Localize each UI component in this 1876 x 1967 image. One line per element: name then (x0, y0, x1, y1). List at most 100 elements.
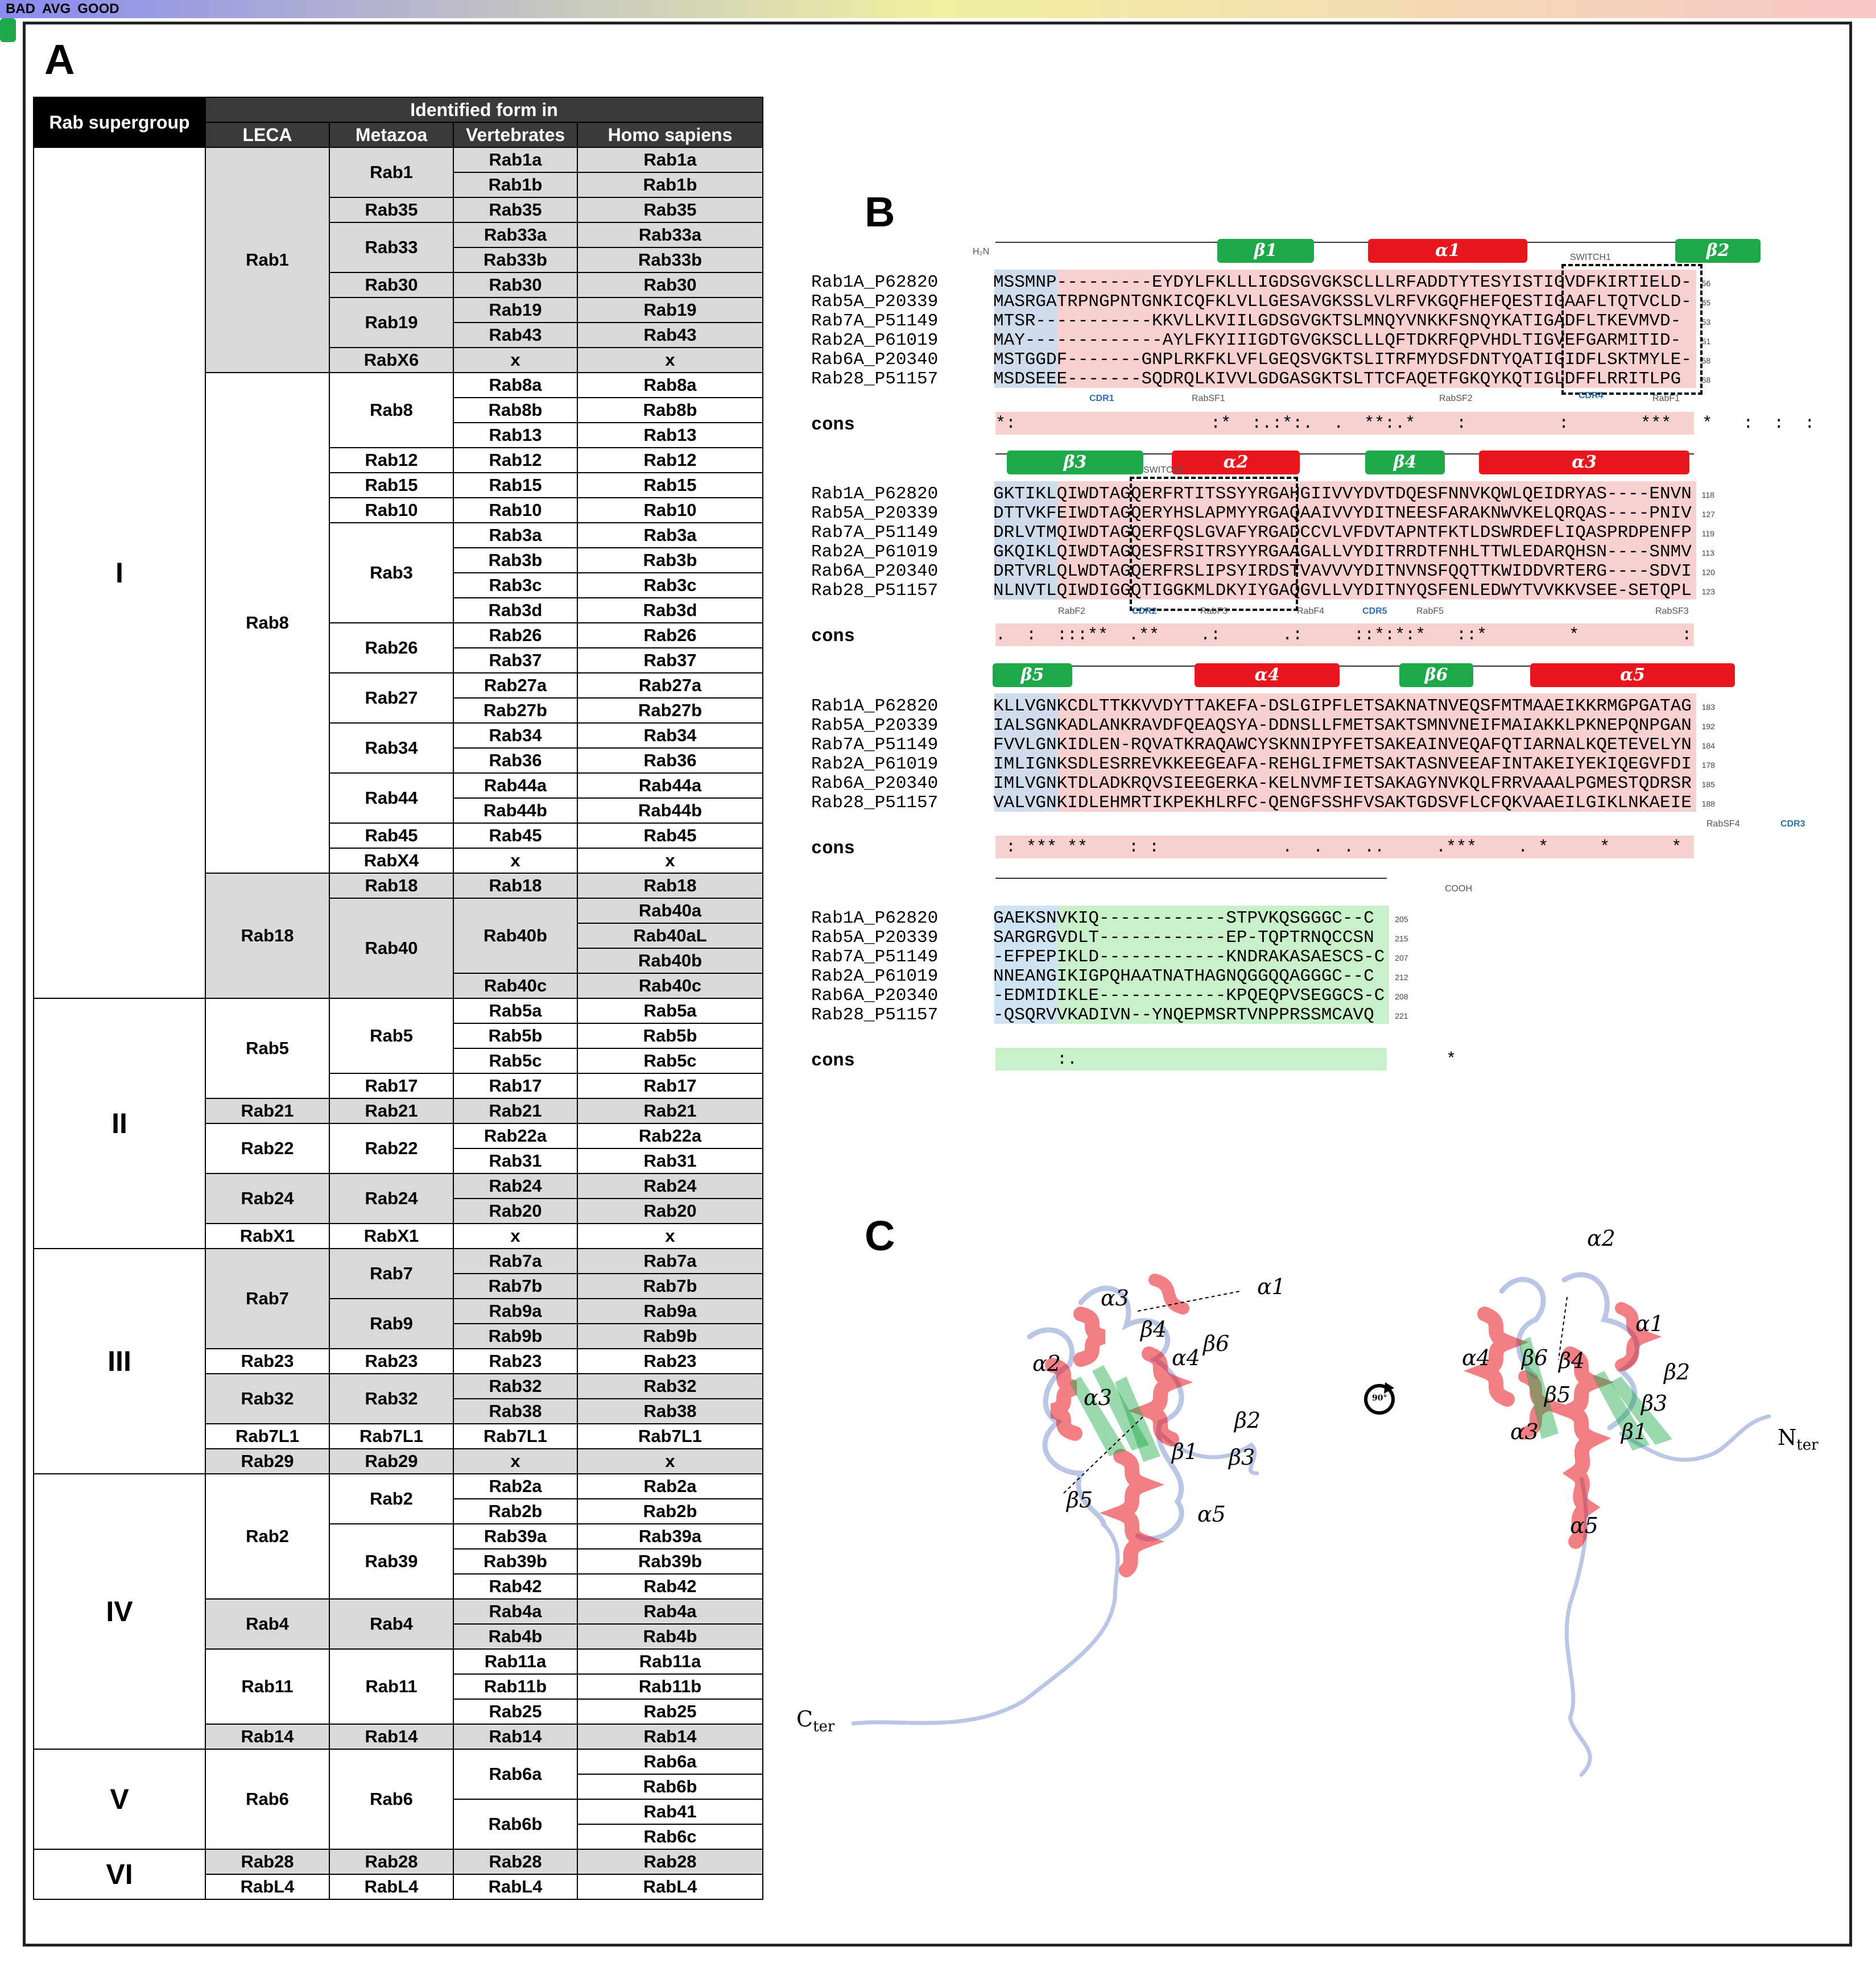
sse-line (995, 666, 1694, 667)
vertebrates-cell: Rab6b (453, 1799, 578, 1850)
sse-a4: α4 (1195, 663, 1340, 687)
metazoa-cell: Rab19 (329, 297, 454, 348)
sequence-name: Rab5A_P20339 (811, 292, 939, 312)
leca-cell: Rab11 (205, 1648, 330, 1725)
supergroup-cell: III (33, 1248, 206, 1474)
cons-bar (995, 836, 1694, 858)
metazoa-cell: Rab7 (329, 1248, 454, 1299)
residue-number: 207 (1395, 953, 1408, 962)
residue-number: 185 (1701, 780, 1715, 789)
header-leca: LECA (205, 122, 330, 148)
vertebrates-cell: Rab2a (453, 1473, 578, 1499)
homo-sapiens-cell: Rab10 (576, 497, 764, 523)
vertebrates-cell: Rab11b (453, 1673, 578, 1700)
leca-cell: Rab22 (205, 1123, 330, 1174)
alignment-bg (994, 906, 1390, 1024)
metazoa-cell: Rab2 (329, 1473, 454, 1524)
metazoa-cell: Rab27 (329, 672, 454, 724)
cons-label: cons (811, 1050, 855, 1071)
sequence: NLNVTLQIWDIGGQTIGGKMLDKYIYGAQGVLLVYDITNY… (993, 581, 1692, 601)
label-rabf4: RabF4 (1297, 606, 1325, 616)
residue-number: 120 (1701, 568, 1715, 577)
homo-sapiens-cell: Rab33a (576, 222, 764, 248)
homo-sapiens-cell: Rab6b (576, 1774, 764, 1800)
structure-label: α1 (1257, 1274, 1286, 1299)
homo-sapiens-cell: Rab42 (576, 1573, 764, 1600)
legend-bad: BAD (6, 1, 35, 16)
sequence-name: Rab6A_P20340 (811, 561, 939, 581)
homo-sapiens-cell: Rab14 (576, 1724, 764, 1750)
header-vertebrates: Vertebrates (453, 122, 578, 148)
vertebrates-cell: Rab34 (453, 722, 578, 749)
metazoa-cell: RabX1 (329, 1223, 454, 1249)
header-metazoa: Metazoa (329, 122, 454, 148)
cons-bar (995, 623, 1694, 646)
leca-cell: Rab4 (205, 1598, 330, 1650)
homo-sapiens-cell: Rab9b (576, 1323, 764, 1349)
vertebrates-cell: Rab32 (453, 1373, 578, 1399)
c-terminus-label: Cter (796, 1706, 834, 1735)
homo-sapiens-cell: Rab11b (576, 1673, 764, 1700)
homo-sapiens-cell: Rab12 (576, 447, 764, 473)
cons-label: cons (811, 414, 855, 435)
vertebrates-cell: Rab10 (453, 497, 578, 523)
label-h2n: H₂N (973, 247, 990, 257)
vertebrates-cell: Rab44a (453, 772, 578, 799)
homo-sapiens-cell: Rab3d (576, 597, 764, 623)
homo-sapiens-cell: Rab5a (576, 998, 764, 1024)
homo-sapiens-cell: x (576, 347, 764, 373)
vertebrates-cell: Rab43 (453, 322, 578, 348)
vertebrates-cell: Rab4a (453, 1598, 578, 1625)
homo-sapiens-cell: Rab33b (576, 247, 764, 273)
homo-sapiens-cell: Rab39a (576, 1523, 764, 1549)
homo-sapiens-cell: Rab30 (576, 272, 764, 298)
homo-sapiens-cell: x (576, 848, 764, 874)
structure-label: β2 (1234, 1408, 1261, 1433)
sse-a1: α1 (1368, 239, 1527, 263)
vertebrates-cell: Rab27b (453, 697, 578, 724)
vertebrates-cell: Rab5c (453, 1048, 578, 1074)
homo-sapiens-cell: Rab25 (576, 1699, 764, 1725)
homo-sapiens-cell: Rab40aL (576, 923, 764, 949)
vertebrates-cell: Rab6a (453, 1749, 578, 1800)
structure-label: α3 (1101, 1286, 1129, 1311)
alignment-row: Rab28_P51157-QSQRVVKADIVN--YNQEPMSRTVNPP… (811, 1006, 1374, 1025)
table-row: Rab40b (34, 948, 764, 974)
residue-number: 119 (1701, 529, 1714, 538)
metazoa-cell: Rab34 (329, 722, 454, 774)
label-rabsf1: RabSF1 (1192, 394, 1225, 403)
homo-sapiens-cell: Rab9a (576, 1298, 764, 1324)
sequence: DTTVKFEIWDTAGQERYHSLAPMYYRGAQAAIVVYDITNE… (993, 503, 1692, 523)
sequence-name: Rab7A_P51149 (811, 311, 939, 331)
switch1-box (1561, 264, 1703, 395)
vertebrates-cell: Rab33a (453, 222, 578, 248)
structure-label: β4 (1559, 1348, 1585, 1373)
leca-cell: Rab32 (205, 1373, 330, 1424)
rotation-label: 90° (1372, 1394, 1387, 1403)
vertebrates-cell: Rab21 (453, 1098, 578, 1124)
sequence-name: Rab7A_P51149 (811, 523, 939, 543)
label-rabf3: RabF3 (1200, 606, 1228, 616)
figure-frame (23, 22, 1852, 1947)
sse-b6: β6 (1399, 663, 1473, 687)
metazoa-cell: Rab24 (329, 1173, 454, 1224)
residue-number: 221 (1395, 1011, 1408, 1020)
